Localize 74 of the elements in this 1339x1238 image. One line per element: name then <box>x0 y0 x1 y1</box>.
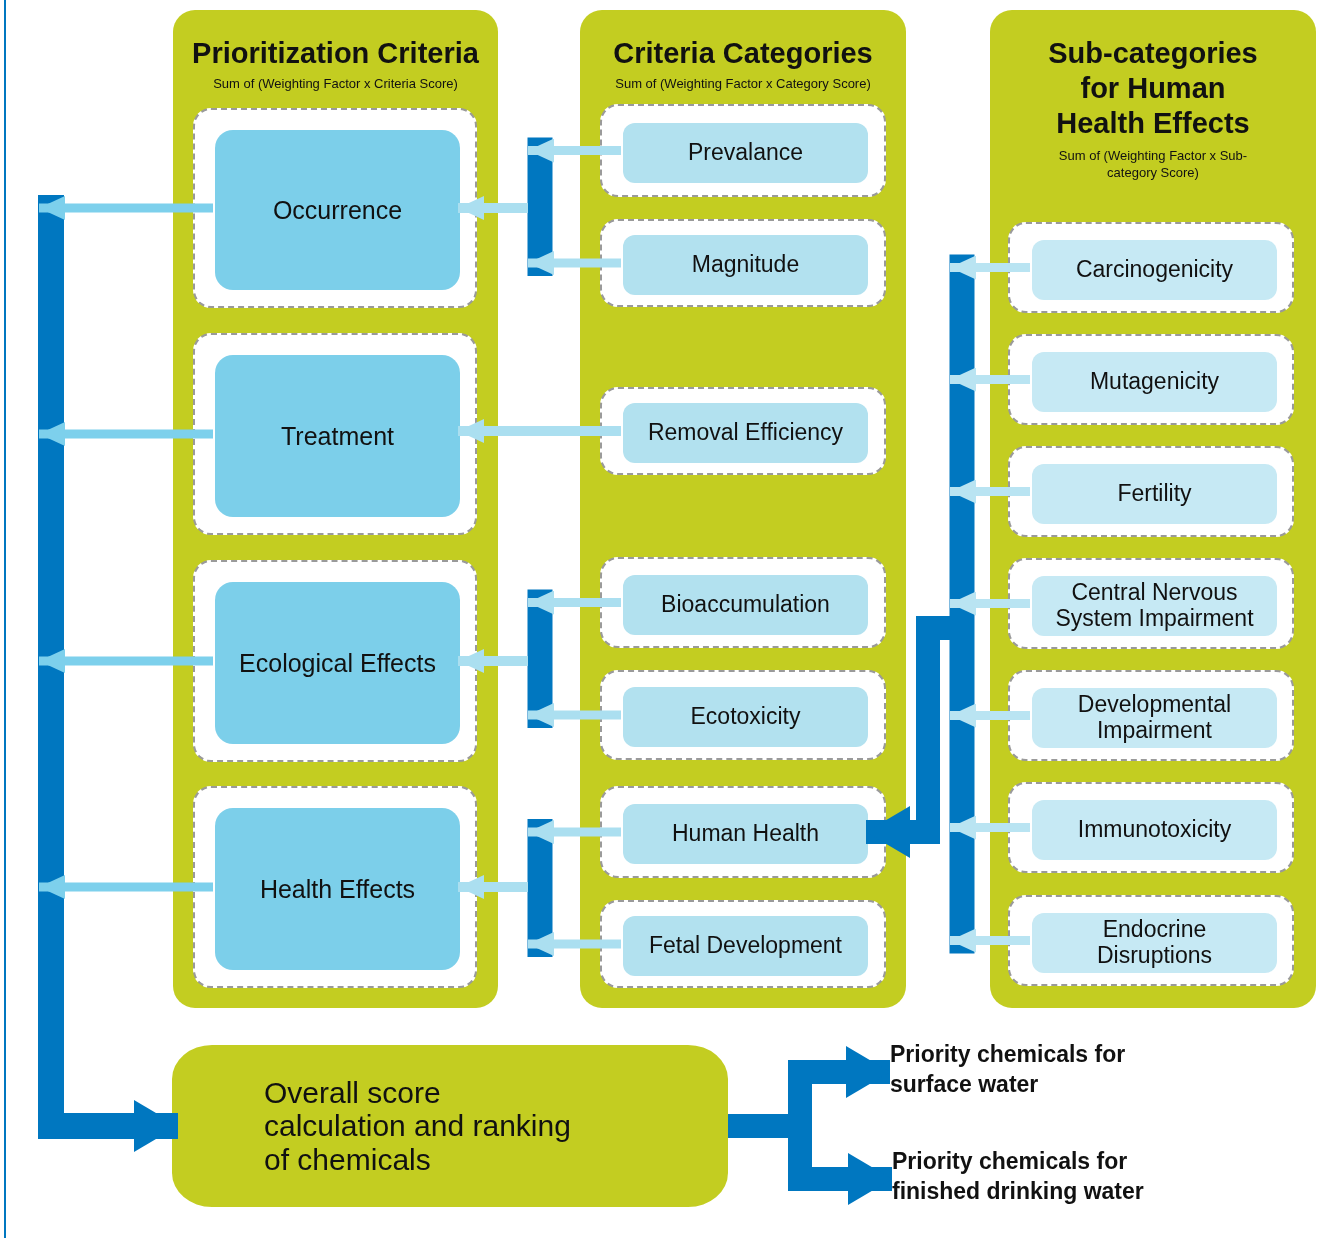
column-title: Prioritization Criteria <box>191 36 480 71</box>
criteria-box: Health Effects <box>215 808 460 970</box>
arrow <box>38 195 178 1152</box>
arrow <box>39 649 213 673</box>
column-panel <box>580 10 906 1008</box>
criteria-box: Treatment <box>215 355 460 517</box>
subcategory-box: Central Nervous System Impairment <box>1032 575 1277 636</box>
arrow <box>950 255 1030 280</box>
arrow <box>458 875 528 899</box>
dashed-frame <box>193 333 477 535</box>
dashed-frame <box>1008 670 1294 761</box>
dashed-frame <box>600 900 886 988</box>
subcategory-box: Mutagenicity <box>1032 351 1277 412</box>
arrow <box>528 703 621 727</box>
subcategory-box: Immunotoxicity <box>1032 799 1277 860</box>
column-panel <box>173 10 498 1008</box>
column-subtitle: Sum of (Weighting Factor x Category Score) <box>614 76 872 93</box>
dashed-frame <box>1008 334 1294 425</box>
dashed-frame <box>193 786 477 988</box>
category-box: Removal Efficiency <box>623 403 868 463</box>
criteria-box: Ecological Effects <box>215 582 460 744</box>
criteria-box: Occurrence <box>215 130 460 290</box>
category-box: Bioaccumulation <box>623 574 868 635</box>
process-box: Overall score calculation and ranking of chemicals <box>172 1045 728 1207</box>
arrow <box>458 196 528 220</box>
dashed-frame <box>193 108 477 308</box>
dashed-frame <box>1008 446 1294 537</box>
column-title: Sub-categories for Human Health Effects <box>1047 36 1259 141</box>
column-panel <box>990 10 1316 1008</box>
dashed-frame <box>600 786 886 878</box>
subcategory-box: Fertility <box>1032 463 1277 524</box>
dashed-frame <box>600 387 886 475</box>
arrow <box>950 815 1030 840</box>
dashed-frame <box>600 557 886 648</box>
category-box: Human Health <box>623 804 868 864</box>
arrow <box>39 875 213 899</box>
arrow <box>950 703 1030 728</box>
arrow <box>528 932 621 956</box>
column-title: Criteria Categories <box>612 36 874 71</box>
arrow <box>39 196 213 220</box>
arrow <box>528 590 621 615</box>
arrow <box>950 479 1030 504</box>
result-label: Priority chemicals for finished drinking water <box>892 1147 1182 1211</box>
category-box: Fetal Development <box>623 916 868 976</box>
column-subtitle: Sum of (Weighting Factor x Criteria Score) <box>212 76 459 93</box>
connector-bar <box>527 589 553 728</box>
dashed-frame <box>1008 782 1294 873</box>
dashed-frame <box>1008 558 1294 649</box>
category-box: Prevalance <box>623 122 868 183</box>
dashed-frame <box>600 219 886 307</box>
dashed-frame <box>600 104 886 197</box>
arrow <box>528 251 621 275</box>
arrow <box>39 422 213 446</box>
result-label: Priority chemicals for surface water <box>890 1040 1180 1104</box>
arrow <box>458 419 621 443</box>
arrow <box>528 138 621 163</box>
connector-bar <box>527 819 553 957</box>
dashed-frame <box>1008 895 1294 986</box>
dashed-frame <box>600 670 886 760</box>
connector-bar <box>527 137 553 276</box>
subcategory-box: Carcinogenicity <box>1032 239 1277 300</box>
subcategory-box: Endocrine Disruptions <box>1032 912 1277 973</box>
arrow <box>458 649 528 673</box>
dashed-frame <box>193 560 477 762</box>
arrow <box>950 591 1030 616</box>
dashed-frame <box>1008 222 1294 313</box>
arrow <box>950 367 1030 392</box>
category-box: Ecotoxicity <box>623 687 868 747</box>
subcategory-box: Developmental Impairment <box>1032 687 1277 748</box>
arrow <box>528 820 621 844</box>
connector-bar <box>949 254 975 954</box>
arrow <box>950 928 1030 953</box>
column-subtitle: Sum of (Weighting Factor x Sub-category Score) <box>1057 148 1249 182</box>
category-box: Magnitude <box>623 235 868 295</box>
